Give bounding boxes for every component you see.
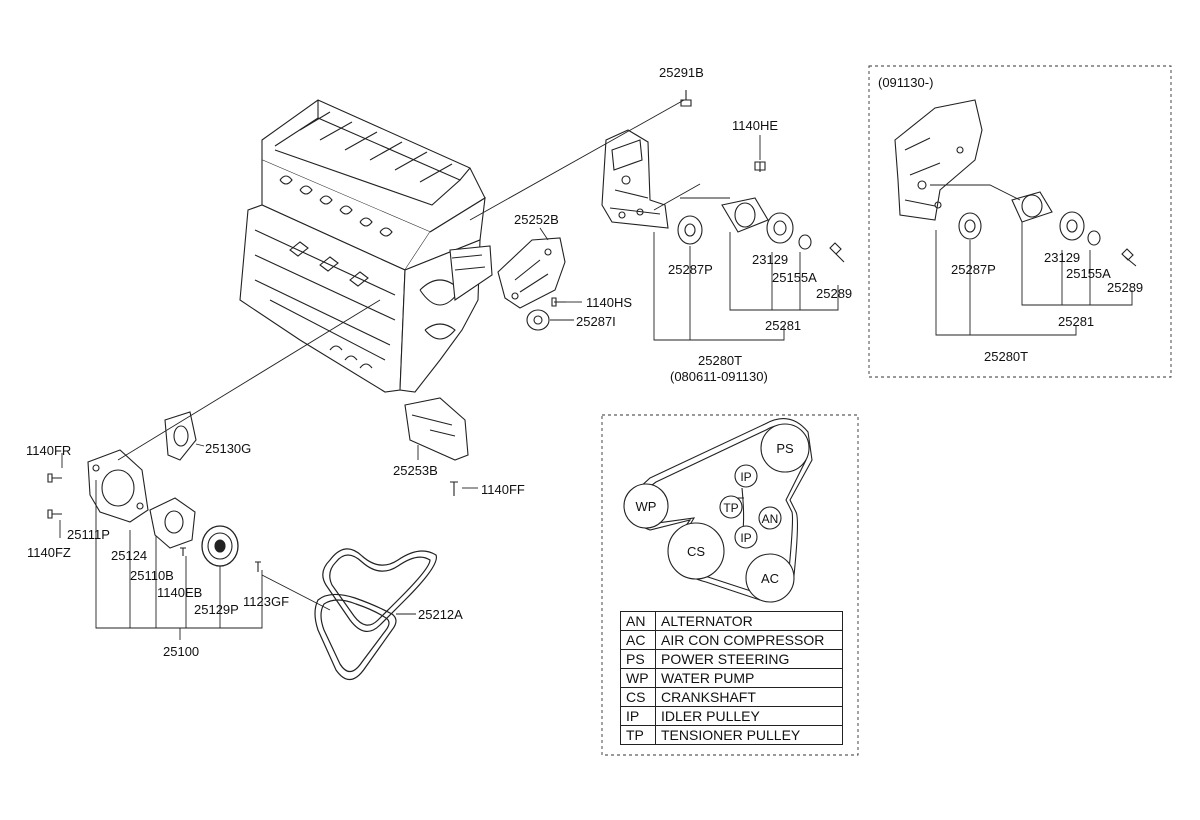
legend-code: IP (620, 706, 656, 726)
inset-leader-lines (930, 184, 1133, 336)
callout-25130G[interactable]: 25130G (205, 441, 252, 456)
pulley-an-label: AN (762, 512, 779, 526)
callout-25281[interactable]: 25281 (765, 318, 802, 333)
pulley-ip-upper-label: IP (740, 470, 751, 484)
pulley-wp: WP (623, 483, 669, 529)
legend-name: CRANKSHAFT (655, 687, 843, 707)
pulley-tp: TP (719, 495, 743, 519)
callout-1140FZ[interactable]: 1140FZ (27, 545, 71, 560)
pulley-tp-label: TP (723, 501, 738, 515)
callout-25155A[interactable]: 25155A (772, 270, 817, 285)
callout-1140EB[interactable]: 1140EB (157, 585, 203, 600)
pulley-an: AN (758, 506, 782, 530)
callout-1123GF[interactable]: 1123GF (243, 594, 290, 609)
drive-belt-illustration (314, 548, 437, 681)
callout-23129[interactable]: 23129 (752, 252, 789, 267)
callout-25100[interactable]: 25100 (163, 644, 200, 659)
pulley-ac: AC (745, 553, 795, 603)
inset-tensioner-illustration (894, 99, 1137, 267)
callout-25287P[interactable]: 25287P (668, 262, 713, 277)
legend-name: POWER STEERING (655, 649, 843, 669)
callout-25212A[interactable]: 25212A (418, 607, 463, 622)
inset-callout-25289[interactable]: 25289 (1107, 280, 1144, 295)
belt-routing-box: PS IP WP TP AN IP CS AC (601, 414, 859, 756)
callout-080611-091130: (080611-091130) (670, 369, 768, 384)
callout-25252B[interactable]: 25252B (514, 212, 559, 227)
callout-25253B[interactable]: 25253B (393, 463, 438, 478)
pulley-ps: PS (760, 423, 810, 473)
pulley-ip-lower: IP (734, 525, 758, 549)
callout-25280T[interactable]: 25280T (698, 353, 743, 368)
legend-code: CS (620, 687, 656, 707)
inset-callout-25281[interactable]: 25281 (1058, 314, 1095, 329)
callout-25287I[interactable]: 25287I (576, 314, 616, 329)
legend-name: TENSIONER PULLEY (655, 725, 843, 745)
callout-25111P[interactable]: 25111P (67, 527, 110, 542)
pulley-wp-label: WP (636, 499, 657, 514)
pulley-ps-label: PS (776, 441, 794, 456)
engine-block-illustration (239, 99, 493, 393)
legend-code: AN (620, 611, 656, 631)
inset-callout-25155A[interactable]: 25155A (1066, 266, 1111, 281)
inset-title: (091130-) (878, 75, 934, 90)
pulley-cs-label: CS (687, 544, 705, 559)
callout-25291B[interactable]: 25291B (659, 65, 704, 80)
bracket-25252B-illustration (497, 237, 566, 331)
water-pump-illustration (47, 411, 261, 572)
legend-code: WP (620, 668, 656, 688)
legend-name: IDLER PULLEY (655, 706, 843, 726)
pulley-ip-upper: IP (734, 464, 758, 488)
inset-box (868, 65, 1172, 378)
legend-code: AC (620, 630, 656, 650)
inset-callout-25287P[interactable]: 25287P (951, 262, 996, 277)
callout-25289[interactable]: 25289 (816, 286, 853, 301)
inset-callout-23129[interactable]: 23129 (1044, 250, 1081, 265)
pulley-cs: CS (667, 522, 725, 580)
bracket-25253B-illustration (404, 397, 469, 496)
leader-lines (59, 99, 839, 640)
pulley-ac-label: AC (761, 571, 779, 586)
callout-1140HE[interactable]: 1140HE (732, 118, 779, 133)
callout-1140HS[interactable]: 1140HS (586, 295, 633, 310)
legend-name: ALTERNATOR (655, 611, 843, 631)
legend-name: AIR CON COMPRESSOR (655, 630, 843, 650)
legend-code: PS (620, 649, 656, 669)
callout-1140FF[interactable]: 1140FF (481, 482, 525, 497)
callout-25110B[interactable]: 25110B (130, 568, 174, 583)
legend-name: WATER PUMP (655, 668, 843, 688)
callout-25129P[interactable]: 25129P (194, 602, 239, 617)
tensioner-bracket-illustration (601, 90, 845, 263)
pulley-ip-lower-label: IP (740, 531, 751, 545)
inset-callout-25280T[interactable]: 25280T (984, 349, 1029, 364)
legend-code: TP (620, 725, 656, 745)
callout-25124[interactable]: 25124 (111, 548, 148, 563)
callout-1140FR[interactable]: 1140FR (26, 443, 72, 458)
